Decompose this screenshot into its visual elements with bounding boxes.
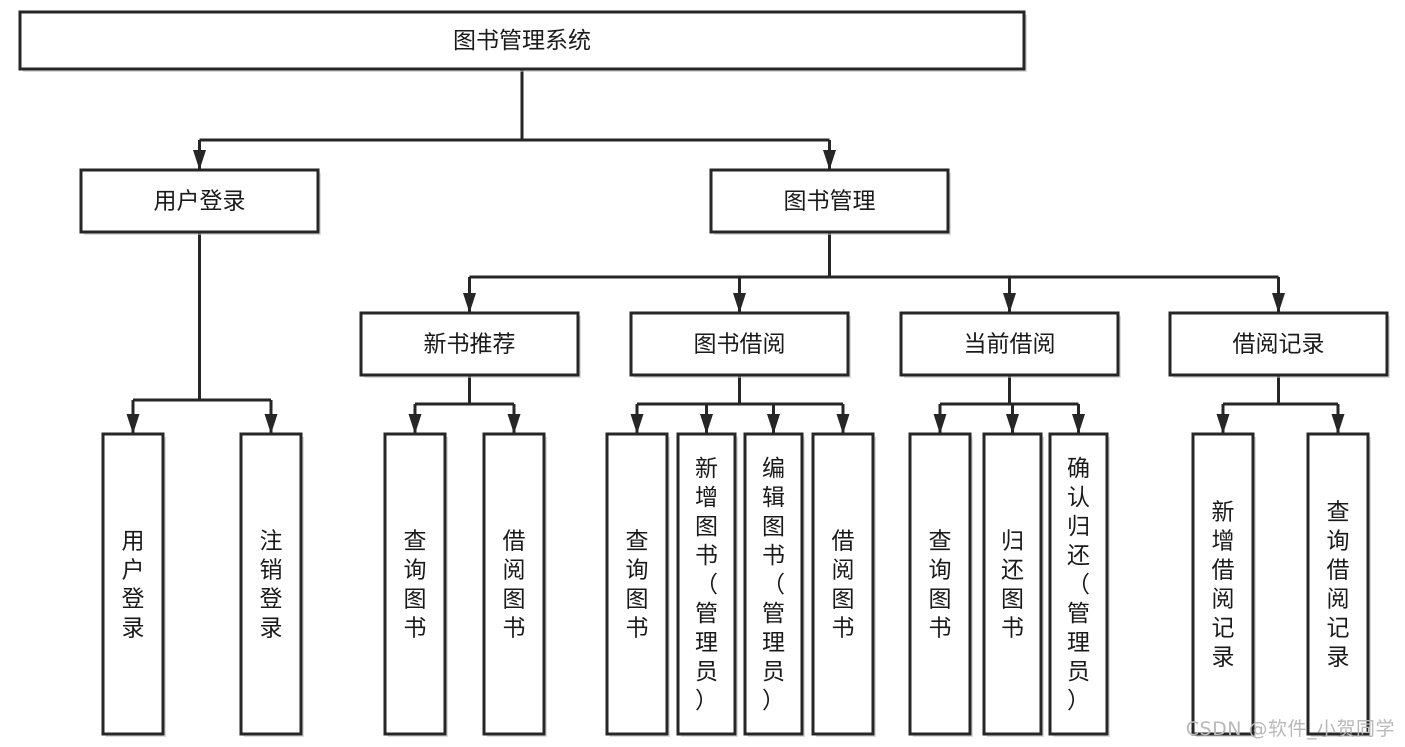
node-box[interactable] — [1306, 432, 1370, 736]
node-leaf-query-record[interactable]: 查询借阅记录 — [1306, 432, 1371, 737]
node-leaf-query-book-borrow[interactable]: 查询图书 — [605, 432, 670, 737]
node-label: 图书管理 — [784, 189, 876, 215]
arrow-head-icon — [733, 293, 746, 313]
arrow-head-icon — [1006, 414, 1019, 434]
arrow-head-icon — [836, 414, 850, 434]
node-box[interactable] — [605, 432, 669, 736]
arrow-head-icon — [823, 150, 836, 170]
node-box[interactable] — [811, 432, 875, 736]
node-label: 新增借阅记录 — [1212, 500, 1235, 671]
node-box[interactable] — [743, 432, 804, 736]
node-leaf-add-record[interactable]: 新增借阅记录 — [1191, 432, 1256, 737]
arrow-head-icon — [1216, 414, 1230, 434]
node-leaf-borrow-book[interactable]: 借阅图书 — [811, 432, 876, 737]
node-label: 查询图书 — [626, 529, 649, 642]
node-leaf-query-book-current[interactable]: 查询图书 — [908, 432, 973, 737]
arrow-head-icon — [507, 414, 521, 434]
arrow-head-icon — [264, 414, 278, 434]
nodes-layer: 图书管理系统用户登录图书管理新书推荐图书借阅当前借阅借阅记录用户登录注销登录查询… — [18, 10, 1390, 737]
node-box[interactable] — [899, 311, 1120, 377]
node-label: 借阅记录 — [1233, 332, 1325, 358]
node-box[interactable] — [239, 432, 303, 736]
node-user-login[interactable]: 用户登录 — [79, 168, 321, 235]
node-box[interactable] — [709, 168, 950, 234]
node-box[interactable] — [79, 168, 320, 234]
node-leaf-borrow-book-rec[interactable]: 借阅图书 — [482, 432, 547, 737]
node-box[interactable] — [676, 432, 737, 736]
arrow-head-icon — [700, 414, 713, 434]
node-label: 图书借阅 — [694, 332, 786, 358]
node-label: 查询借阅记录 — [1327, 500, 1350, 671]
node-label: 新书推荐 — [424, 332, 516, 358]
arrow-head-icon — [408, 414, 422, 434]
node-leaf-user-login[interactable]: 用户登录 — [101, 432, 166, 737]
node-label: 用户登录 — [122, 529, 145, 642]
node-label: 当前借阅 — [964, 332, 1056, 358]
arrow-head-icon — [767, 414, 780, 434]
node-leaf-return-book[interactable]: 归还图书 — [982, 432, 1044, 737]
node-box[interactable] — [482, 432, 546, 736]
node-label: 归还图书 — [1001, 529, 1024, 642]
node-leaf-query-book-rec[interactable]: 查询图书 — [383, 432, 448, 737]
node-box[interactable] — [1191, 432, 1255, 736]
node-new-book-recommend[interactable]: 新书推荐 — [359, 311, 581, 378]
node-box[interactable] — [1048, 432, 1109, 736]
node-book-management[interactable]: 图书管理 — [709, 168, 951, 235]
node-box[interactable] — [359, 311, 580, 377]
node-label: 查询图书 — [929, 529, 952, 642]
node-leaf-add-book[interactable]: 新增图书（管理员） — [676, 432, 738, 737]
node-label: 确认归还（管理员） — [1067, 456, 1090, 714]
node-borrow-record[interactable]: 借阅记录 — [1168, 311, 1390, 378]
node-leaf-edit-book[interactable]: 编辑图书（管理员） — [743, 432, 805, 737]
arrow-head-icon — [933, 414, 947, 434]
node-label: 新增图书（管理员） — [695, 456, 718, 714]
node-box[interactable] — [908, 432, 972, 736]
arrow-head-icon — [630, 414, 644, 434]
connector-lines-layer — [126, 69, 1345, 434]
node-label: 注销登录 — [260, 529, 283, 642]
node-label: 编辑图书（管理员） — [762, 456, 785, 714]
node-label: 借阅图书 — [503, 529, 526, 642]
arrow-head-icon — [1003, 293, 1016, 313]
node-book-borrow[interactable]: 图书借阅 — [629, 311, 851, 378]
node-box[interactable] — [18, 10, 1026, 71]
arrow-head-icon — [1331, 414, 1345, 434]
node-box[interactable] — [982, 432, 1043, 736]
node-label: 图书管理系统 — [453, 28, 591, 54]
arrow-head-icon — [126, 414, 140, 434]
arrow-head-icon — [193, 150, 206, 170]
node-box[interactable] — [1168, 311, 1389, 377]
node-leaf-confirm-return[interactable]: 确认归还（管理员） — [1048, 432, 1110, 737]
node-box[interactable] — [383, 432, 447, 736]
node-label: 借阅图书 — [832, 529, 855, 642]
node-label: 用户登录 — [154, 189, 246, 215]
arrow-head-icon — [1272, 293, 1285, 313]
node-box[interactable] — [101, 432, 165, 736]
node-leaf-logout[interactable]: 注销登录 — [239, 432, 304, 737]
node-box[interactable] — [629, 311, 850, 377]
arrow-head-icon — [1072, 414, 1085, 434]
node-root[interactable]: 图书管理系统 — [18, 10, 1027, 72]
node-label: 查询图书 — [404, 529, 427, 642]
node-current-borrow[interactable]: 当前借阅 — [899, 311, 1121, 378]
arrow-head-icon — [463, 293, 476, 313]
